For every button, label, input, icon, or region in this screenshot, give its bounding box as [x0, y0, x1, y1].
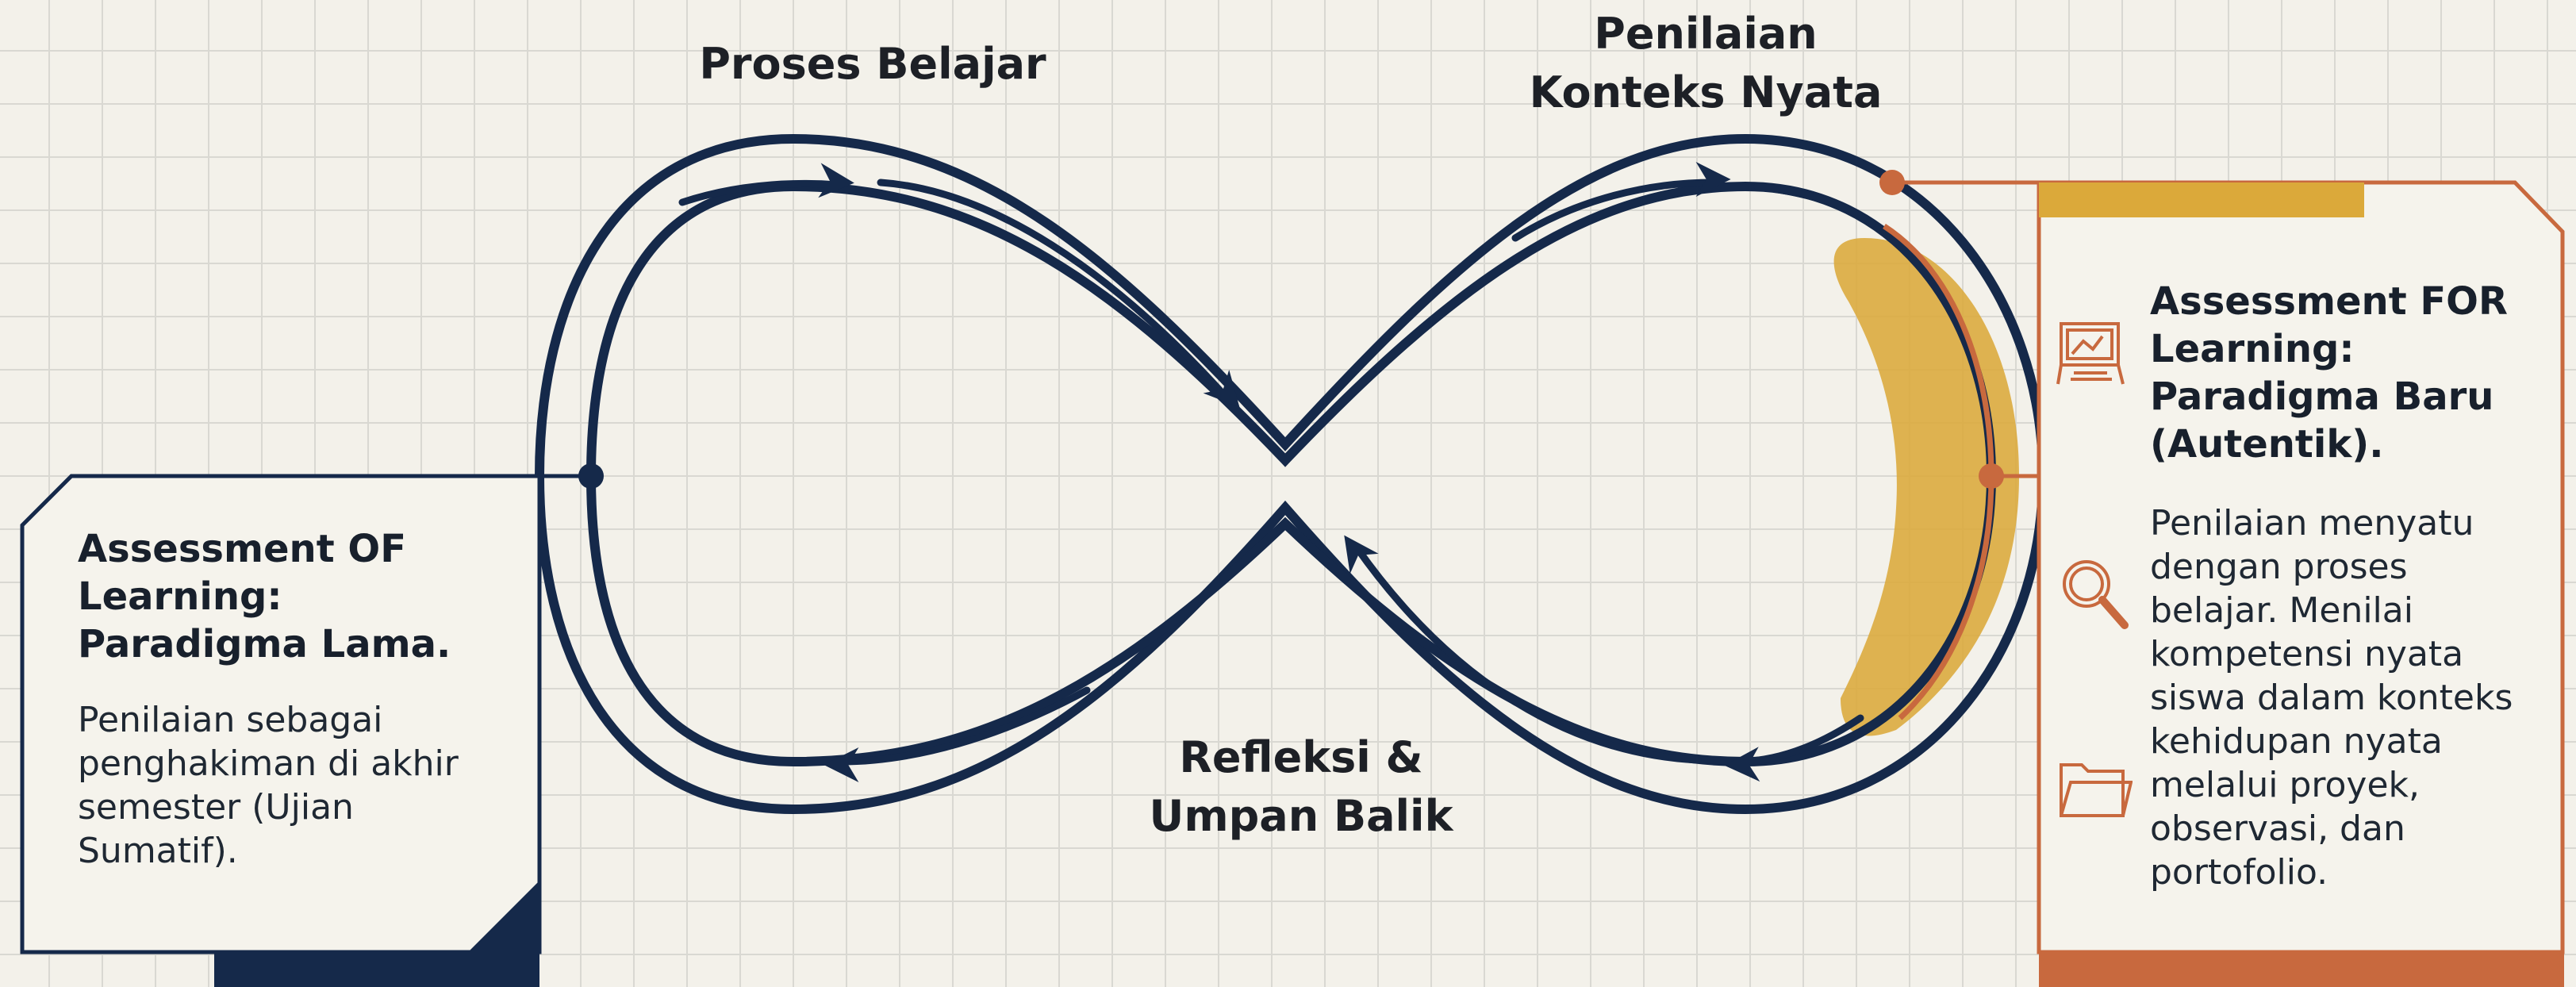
right-desc-line: Penilaian menyatu — [2150, 503, 2474, 543]
label-penilaian-line-2: Konteks Nyata — [1529, 67, 1883, 117]
arrow-bottom-left — [823, 686, 1091, 782]
arrow-top-right-tail — [1753, 182, 1876, 228]
label-refleksi-line-2: Umpan Balik — [1149, 791, 1453, 841]
right-desc-line: dengan proses — [2150, 547, 2408, 587]
right-desc-line: melalui proyek, — [2150, 765, 2420, 805]
flow-arrows — [678, 162, 1876, 782]
infinity-loop — [534, 133, 2048, 815]
right-title-line: Paradigma Baru — [2150, 374, 2494, 419]
left-desc-line: Sumatif). — [78, 831, 238, 871]
label-proses-belajar: Proses Belajar — [699, 39, 1046, 89]
right-desc-line: kompetensi nyata — [2150, 634, 2464, 674]
arrow-bottom-right — [1724, 714, 1864, 782]
arrow-top-left — [678, 163, 854, 206]
right-box-title: Assessment FOR Learning: Paradigma Baru … — [2150, 278, 2508, 468]
right-desc-line: kehidupan nyata — [2150, 721, 2443, 762]
arrow-top-left-tail — [877, 179, 1240, 408]
label-penilaian-konteks-nyata: Penilaian Konteks Nyata — [1476, 5, 1936, 122]
magnifier-icon — [2063, 560, 2129, 629]
right-desc-line: belajar. Menilai — [2150, 590, 2413, 631]
right-box — [2037, 180, 2565, 987]
right-title-line: (Autentik). — [2150, 422, 2384, 467]
left-title-line: Learning: — [78, 574, 282, 619]
arrow-bottom-right-tail — [1344, 535, 1702, 764]
left-title-line: Paradigma Lama. — [78, 622, 451, 666]
folder-icon — [2060, 763, 2133, 817]
label-refleksi-line-1: Refleksi & — [1179, 732, 1423, 782]
right-desc-line: observasi, dan — [2150, 808, 2405, 849]
infinity-outer-track — [534, 133, 2048, 815]
infinity-inner-track — [585, 181, 1997, 767]
left-title-line: Assessment OF — [78, 527, 406, 571]
left-desc-line: semester (Ujian — [78, 787, 354, 828]
arrow-top-right — [1511, 162, 1731, 242]
right-desc-line: portofolio. — [2150, 852, 2328, 893]
presentation-board-icon — [2056, 322, 2125, 385]
left-desc-line: Penilaian sebagai — [78, 700, 383, 740]
left-desc-line: penghakiman di akhir — [78, 743, 459, 784]
right-desc-line: siswa dalam konteks — [2150, 678, 2513, 718]
right-title-line: Assessment FOR — [2150, 279, 2508, 324]
left-box-description: Penilaian sebagai penghakiman di akhir s… — [78, 698, 459, 873]
label-refleksi-umpan-balik: Refleksi & Umpan Balik — [1103, 728, 1499, 846]
left-box-title: Assessment OF Learning: Paradigma Lama. — [78, 525, 451, 668]
right-title-line: Learning: — [2150, 327, 2355, 371]
label-penilaian-line-1: Penilaian — [1594, 9, 1818, 59]
right-box-description: Penilaian menyatu dengan proses belajar.… — [2150, 501, 2513, 894]
left-box — [20, 474, 542, 987]
